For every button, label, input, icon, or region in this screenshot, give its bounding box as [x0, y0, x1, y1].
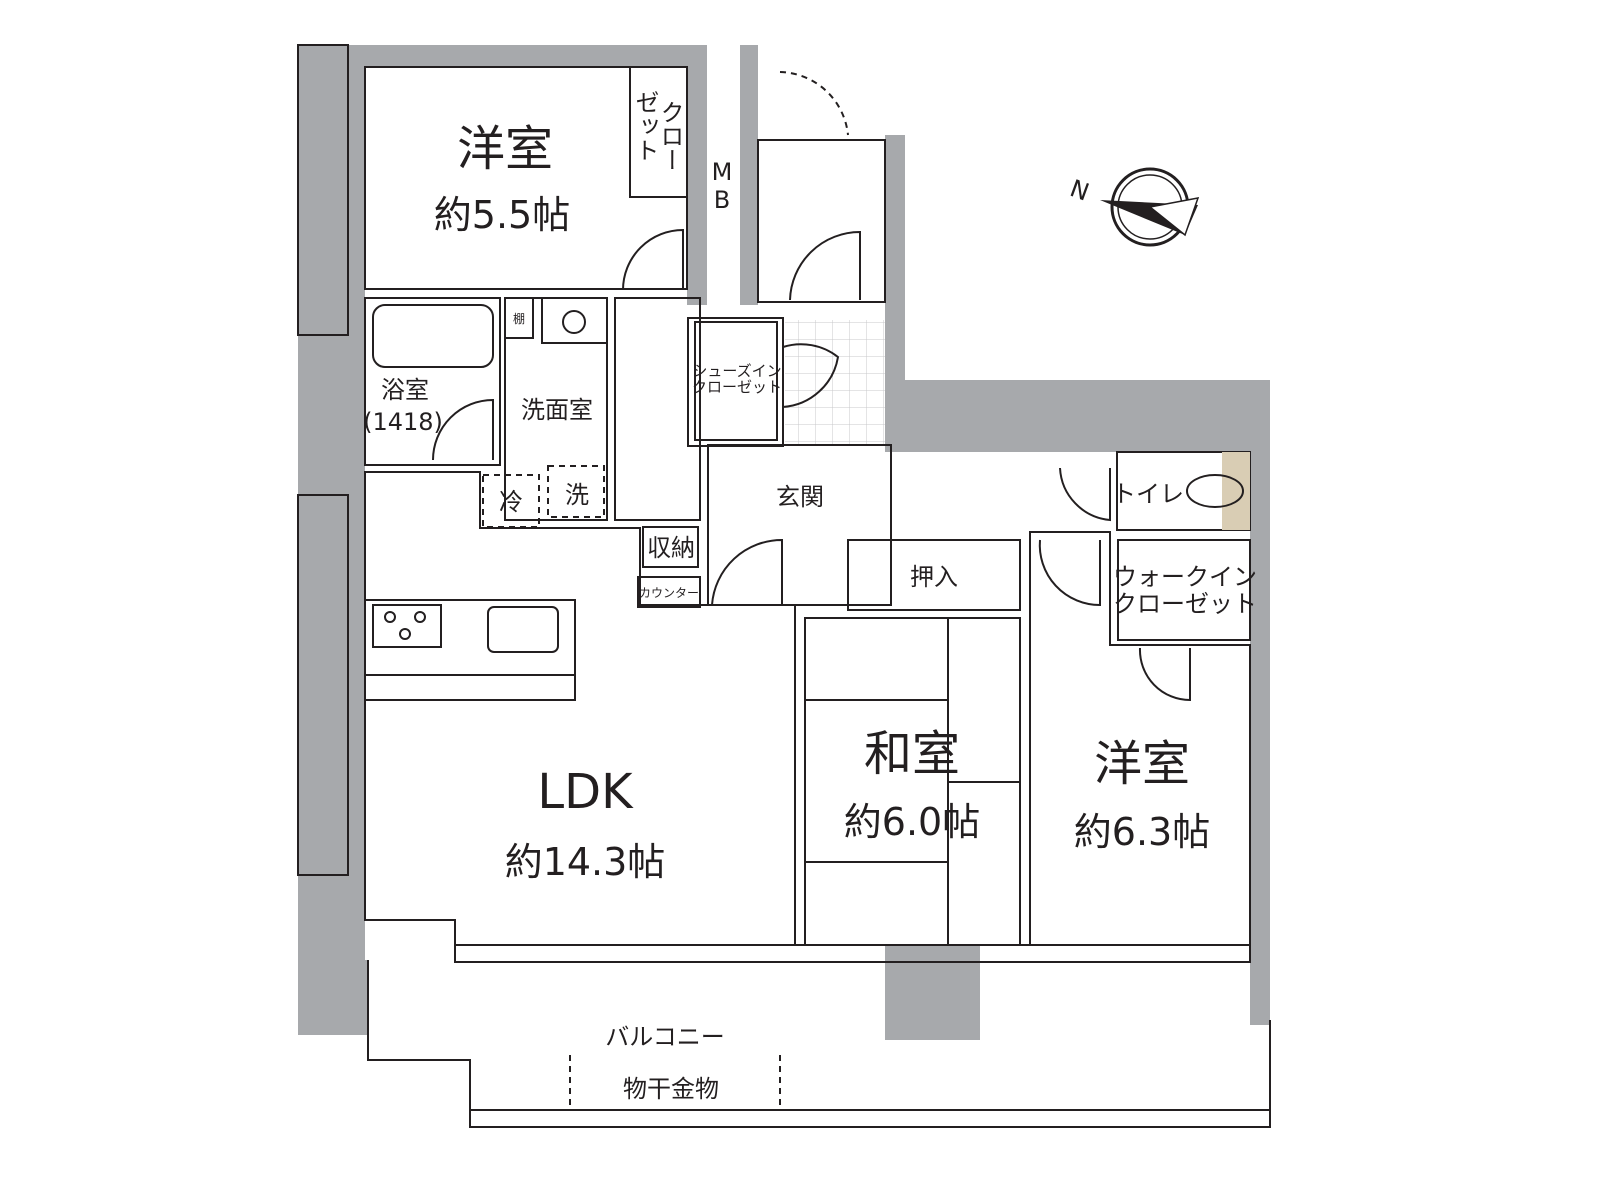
- fridge-space: [482, 474, 540, 528]
- wic-line2: クローゼット: [1113, 590, 1257, 618]
- mb-line2: B: [714, 186, 730, 214]
- door-western2[interactable]: [1038, 539, 1101, 607]
- meter-box: [707, 45, 740, 305]
- toilet-icon: [1186, 474, 1244, 508]
- window-left-bottom: [297, 494, 349, 876]
- balcony-label: バルコニー: [605, 1023, 725, 1051]
- toilet-tank: [1222, 452, 1250, 530]
- shelf-label: 棚: [513, 311, 525, 326]
- entrance-tile: [707, 444, 892, 606]
- ldk-room: [364, 471, 796, 946]
- washroom-name: 洗面室: [521, 396, 593, 424]
- bathroom: [364, 297, 501, 466]
- western2-size: 約6.3帖: [1074, 810, 1210, 854]
- storage-label: 収納: [647, 534, 695, 562]
- ldk-name: LDK: [537, 764, 634, 820]
- shoe-closet-line1: シューズイン: [692, 362, 781, 380]
- bathtub-icon: [372, 304, 494, 368]
- compass-icon: [1100, 167, 1200, 247]
- balcony-windows: [454, 944, 1251, 963]
- door-western1[interactable]: [622, 228, 684, 291]
- window-left-top: [297, 44, 349, 336]
- closet1-line2: ゼット: [631, 90, 659, 162]
- counter: [637, 576, 701, 608]
- wic-line1: ウォークイン: [1113, 563, 1257, 591]
- washer-label: 洗: [565, 481, 589, 509]
- counter-label: カウンター: [639, 586, 699, 600]
- entrance-label: 玄関: [776, 483, 824, 511]
- balcony-outline: [367, 960, 1271, 1111]
- door-bath[interactable]: [432, 398, 494, 461]
- japanese-size: 約6.0帖: [844, 800, 980, 844]
- shoe-closet: [694, 321, 778, 441]
- washer-space: [547, 465, 605, 518]
- mb-line1: M: [712, 158, 733, 186]
- bath-size: (1418): [363, 408, 443, 436]
- kitchen-counter: [364, 599, 576, 676]
- oshiire-label: 押入: [910, 563, 958, 591]
- ldk-size: 約14.3帖: [505, 840, 666, 884]
- shelf: [504, 297, 534, 339]
- closet-1: [629, 66, 688, 198]
- door-shoe-closet[interactable]: [782, 343, 840, 408]
- walls: [298, 45, 1270, 1040]
- door-hall[interactable]: [1059, 467, 1111, 522]
- western1-name: 洋室: [457, 121, 553, 177]
- bath-name: 浴室: [381, 376, 429, 404]
- sink: [541, 297, 608, 344]
- western2-name: 洋室: [1094, 736, 1190, 792]
- storage: [642, 526, 699, 568]
- stove-icon: [372, 604, 442, 648]
- entrance-tile-upper: [785, 320, 885, 445]
- oshiire: [847, 539, 1021, 611]
- front-door[interactable]: [789, 230, 861, 301]
- western1-size: 約5.5帖: [434, 193, 570, 237]
- compass-north-label: N: [1066, 174, 1092, 206]
- closet1-line1: クロー: [656, 100, 684, 172]
- gate-door-swing: [779, 71, 849, 136]
- door-wic[interactable]: [1138, 647, 1191, 702]
- toilet-label: トイレ: [1112, 480, 1184, 508]
- japanese-name: 和室: [864, 726, 960, 782]
- corridor: [614, 297, 701, 521]
- door-ldk[interactable]: [711, 538, 783, 606]
- walk-in-closet: [1117, 539, 1251, 641]
- laundry-hanger-marks: [569, 1055, 781, 1108]
- sink-icon: [562, 310, 586, 334]
- laundry-hanger-label: 物干金物: [623, 1075, 719, 1103]
- shoe-closet-line2: クローゼット: [692, 378, 782, 396]
- fridge-label: 冷: [499, 488, 523, 516]
- kitchen-sink-icon: [487, 606, 559, 653]
- porch-tile: [757, 139, 886, 303]
- tatami-lines: [805, 618, 1020, 945]
